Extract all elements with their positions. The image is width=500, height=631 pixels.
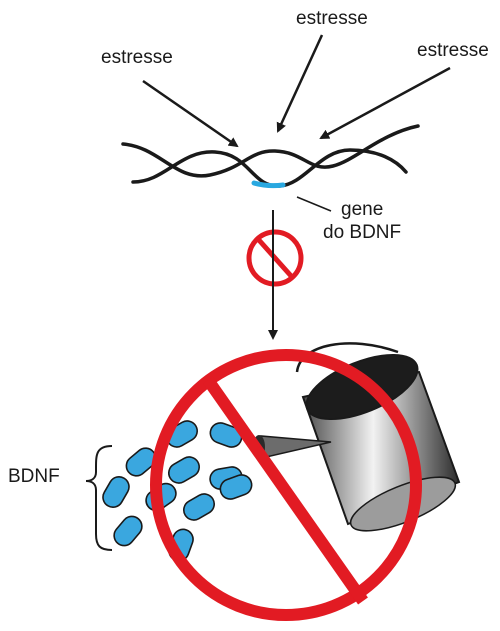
small-prohibition-sign xyxy=(249,232,301,284)
bdnf-molecule xyxy=(165,453,203,486)
gene-label-line2: do BDNF xyxy=(323,222,401,244)
bdnf-molecule xyxy=(180,490,218,523)
stress-arrow-right xyxy=(321,68,450,138)
bdnf-molecule xyxy=(110,512,146,549)
stress-arrow-left xyxy=(143,81,237,146)
gene-label-leader xyxy=(297,197,331,211)
bdnf-molecule xyxy=(99,473,132,511)
stress-label-right: estresse xyxy=(417,40,489,62)
stress-arrow-top xyxy=(278,35,322,131)
dna-helix xyxy=(123,126,418,186)
bdnf-molecules xyxy=(99,417,254,563)
stress-label-top: estresse xyxy=(296,8,368,30)
bdnf-label: BDNF xyxy=(8,466,60,488)
bdnf-gene-segment xyxy=(254,183,283,186)
gene-label-line1: gene xyxy=(341,199,383,221)
stress-label-left: estresse xyxy=(101,47,173,69)
